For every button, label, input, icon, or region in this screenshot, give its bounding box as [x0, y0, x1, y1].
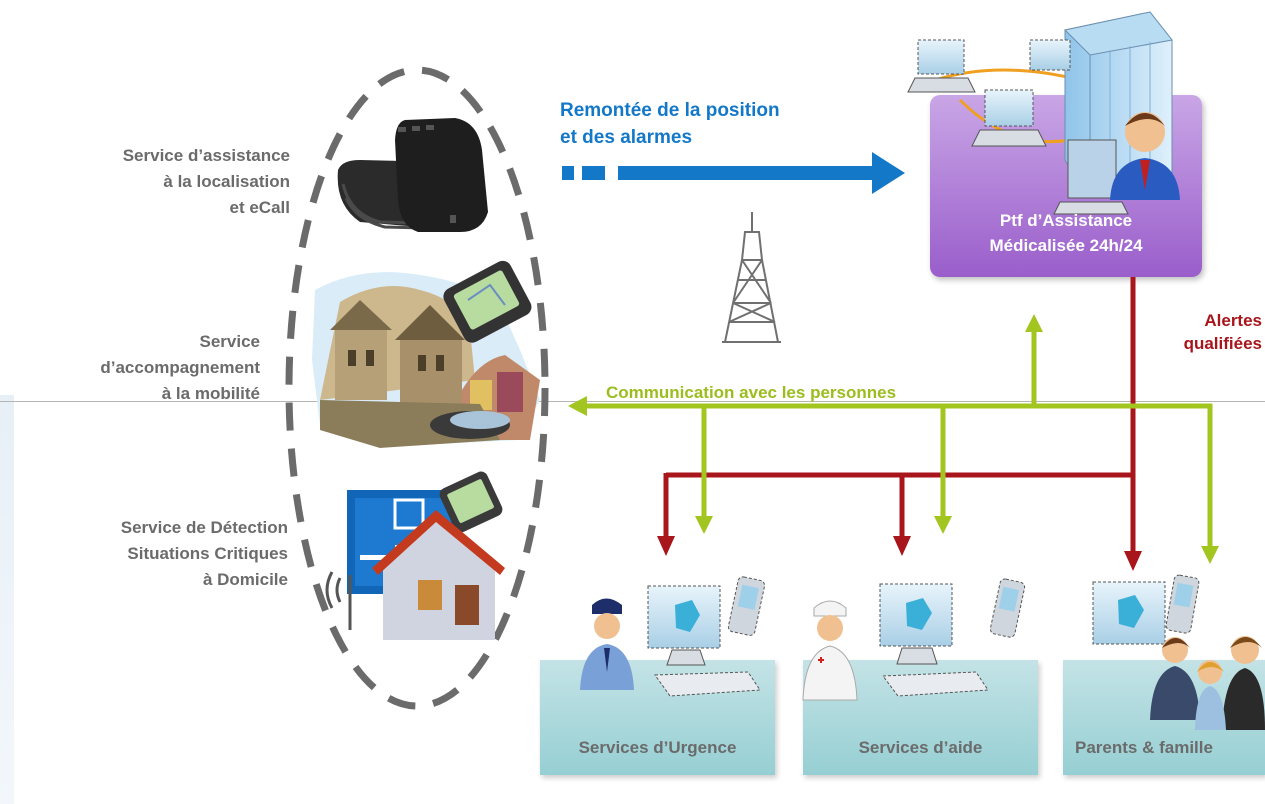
service-mobility-line-2: d’accompagnement	[100, 358, 260, 377]
alerts-arrows	[663, 277, 1136, 553]
communication-arrowheads	[568, 314, 1219, 564]
service-detection-line-2: Situations Critiques	[127, 544, 288, 563]
alerts-label-line-2: qualifiées	[1183, 334, 1262, 353]
alerts-label: Alertes qualifiées	[1140, 309, 1262, 355]
computer-help-icon	[879, 578, 1026, 697]
platform-illustration	[907, 11, 1180, 215]
service-localisation-line-2: à la localisation	[163, 172, 290, 191]
upstream-label-line-1: Remontée de la position	[560, 100, 780, 121]
platform-label-line-2: Médicalisée 24h/24	[989, 236, 1143, 255]
upstream-arrow	[562, 152, 905, 194]
service-localisation-line-3: et eCall	[229, 198, 290, 217]
service-localisation-label: Service d’assistance à la localisation e…	[40, 143, 290, 221]
service-detection-line-1: Service de Détection	[120, 518, 288, 537]
communication-arrows	[585, 330, 1213, 548]
services-group-ellipse	[285, 66, 549, 710]
service-mobility-line-3: à la mobilité	[161, 384, 260, 403]
help-services-label: Services d’aide	[858, 738, 983, 757]
service-detection-label: Service de Détection Situations Critique…	[30, 515, 288, 593]
communication-label: Communication avec les personnes	[606, 383, 897, 402]
emergency-services-label: Services d’Urgence	[578, 738, 737, 757]
antenna-tower-icon	[722, 212, 781, 343]
computer-emergency-icon	[647, 576, 766, 697]
service-localisation-line-1: Service d’assistance	[122, 146, 290, 165]
nurse-icon	[802, 600, 858, 701]
computer-family-icon	[1092, 574, 1200, 645]
wristband-device-icon	[337, 118, 488, 232]
service-mobility-label: Service d’accompagnement à la mobilité	[20, 329, 260, 407]
alerts-label-line-1: Alertes	[1204, 311, 1262, 330]
slide-divider-line	[0, 401, 1265, 402]
home-detection-illustration	[325, 471, 505, 640]
platform-label: Ptf d’Assistance Médicalisée 24h/24	[930, 208, 1202, 258]
family-people-icon	[1150, 636, 1265, 730]
upstream-label: Remontée de la position et des alarmes	[560, 97, 780, 151]
family-label: Parents & famille	[1075, 738, 1213, 757]
platform-label-line-1: Ptf d’Assistance	[999, 211, 1133, 230]
mobile-phone-icon	[443, 260, 532, 343]
service-detection-line-3: à Domicile	[202, 570, 288, 589]
service-mobility-line-1: Service	[199, 332, 261, 351]
upstream-label-line-2: et des alarmes	[560, 127, 693, 148]
alerts-arrowheads	[657, 536, 1142, 571]
police-officer-icon	[580, 598, 634, 690]
left-edge-band	[0, 395, 14, 804]
